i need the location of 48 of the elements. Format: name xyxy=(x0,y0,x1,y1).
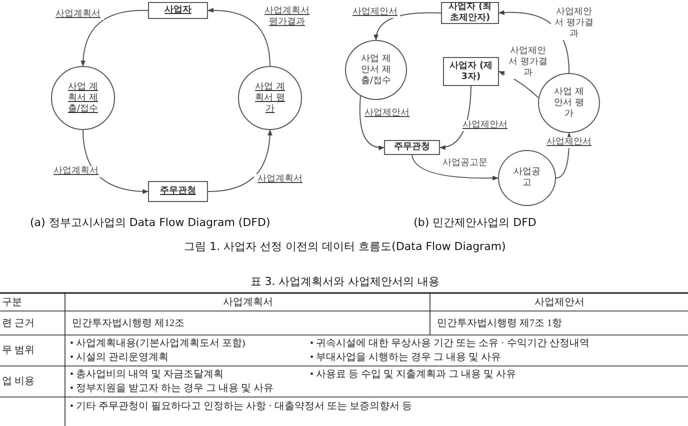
table-entry: 민간투자법시행령 제12조 xyxy=(72,317,184,330)
bullet-item: • 귀속시설에 대한 무상사용 기간 또는 소유 · 수익기간 산정내역 xyxy=(310,337,590,350)
column-header: 사업계획서 xyxy=(222,296,274,309)
edge-label: 사업제안서 xyxy=(460,120,510,131)
arrow xyxy=(82,130,149,194)
arrow xyxy=(412,154,499,180)
figure-caption: (b) 민간제안사업의 DFD xyxy=(412,216,538,230)
edge-label: 사업제안서 xyxy=(350,7,400,18)
table-entry: 민간투자법시행령 제7조 1항 xyxy=(437,317,562,330)
node-label: 사업자 xyxy=(164,5,192,16)
column-header: 사업제안서 xyxy=(534,296,586,309)
node-label: 사업 계획서 제출/접수 xyxy=(66,82,100,114)
bullet-item: • 시설의 관리운영계획 xyxy=(70,351,169,364)
row-header: 무 범위 xyxy=(2,344,34,357)
edge-label: 사업제안서 xyxy=(362,108,412,119)
bullet-item: • 정부지원을 받고자 하는 경우 그 내용 및 사유 xyxy=(70,382,274,395)
edge-label: 사업계획서 평가결과 xyxy=(262,6,312,28)
figure-caption: (a) 정부고시사업의 Data Flow Diagram (DFD) xyxy=(30,216,270,230)
bullet-item: • 사업계획내용(기본사업계획도서 포함) xyxy=(70,337,246,350)
bullet-item: • 기타 주무관청이 필요하다고 인정하는 사항 · 대출약정서 또는 보증의향서 등 xyxy=(70,400,412,413)
bullet-item: • 총사업비의 내역 및 자금조달계획 xyxy=(70,368,224,381)
entity-box xyxy=(384,140,440,155)
node-label: 주무관청 xyxy=(393,142,431,153)
arrow xyxy=(207,8,270,66)
entity-box xyxy=(148,2,208,19)
bullet-item: • 부대사업을 시행하는 경우 그 내용 및 사유 xyxy=(310,351,502,364)
column-header: 구분 xyxy=(2,296,22,309)
table-title: 표 3. 사업계획서와 사업제안서의 내용 xyxy=(249,275,441,289)
node-label: 사업 계획서 평가 xyxy=(254,82,286,114)
node-label: 사업자 (제3자) xyxy=(448,60,494,82)
bullet-item: • 사용료 등 수입 및 지출계획과 그 내용 및 사유 xyxy=(310,368,516,381)
node-label: 사업 제안서 제출/접수 xyxy=(360,54,392,86)
node-label: 사업 제안서 평가 xyxy=(553,86,585,120)
entity-box xyxy=(148,181,208,202)
row-header: 련 근거 xyxy=(2,317,34,330)
node-label: 사업공고 xyxy=(512,167,542,189)
edge-label: 사업제안서 xyxy=(544,137,594,148)
entity-box xyxy=(441,2,499,24)
arrow xyxy=(80,10,148,67)
entity-box xyxy=(443,57,499,86)
node-label: 사업자 (최초제안자) xyxy=(447,2,493,24)
edge-label: 사업공고문 xyxy=(440,158,490,169)
arrow xyxy=(208,129,272,192)
arrow xyxy=(359,96,385,150)
arrow xyxy=(374,12,442,41)
figure-caption: 그림 1. 사업자 선정 이전의 데이터 흐름도(Data Flow Diagram) xyxy=(183,240,507,254)
row-header: 업 비용 xyxy=(2,375,34,388)
node-label: 주무관청 xyxy=(159,186,197,197)
